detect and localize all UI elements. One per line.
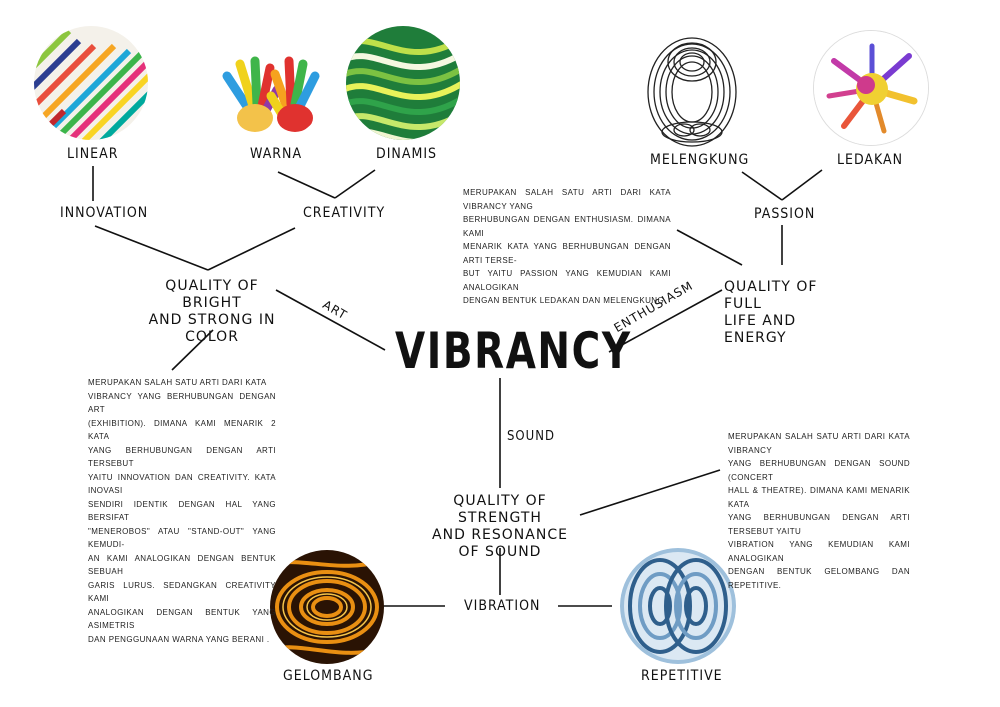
leaf-repetitive: REPETITIVE: [641, 668, 723, 684]
description-sound: MERUPAKAN SALAH SATU ARTI DARI KATA VIBR…: [728, 432, 910, 590]
dinamis-image: [346, 26, 460, 140]
main-title: VIBRANCY: [395, 322, 632, 380]
quality-art: QUALITY OF BRIGHT AND STRONG IN COLOR: [148, 278, 276, 345]
leaf-melengkung: MELENGKUNG: [650, 152, 750, 168]
leaf-ledakan: LEDAKAN: [837, 152, 904, 168]
branch-sound: SOUND: [507, 429, 555, 444]
leaf-dinamis: DINAMIS: [376, 146, 438, 162]
melengkung-image: [634, 32, 750, 148]
repetitive-image: [620, 548, 736, 664]
quality-enthusiasm: QUALITY OF FULL LIFE AND ENERGY: [724, 279, 818, 346]
leaf-linear: LINEAR: [67, 146, 119, 162]
linear-image: [34, 26, 148, 140]
concept-innovation: INNOVATION: [60, 205, 149, 221]
concept-vibration: VIBRATION: [464, 598, 541, 614]
ledakan-image: [813, 30, 929, 146]
concept-creativity: CREATIVITY: [303, 205, 386, 221]
warna-image: [215, 26, 329, 140]
concept-passion: PASSION: [754, 206, 816, 222]
leaf-gelombang: GELOMBANG: [283, 668, 374, 684]
description-art: MERUPAKAN SALAH SATU ARTI DARI KATA VIBR…: [88, 378, 276, 644]
gelombang-image: [270, 550, 384, 664]
leaf-warna: WARNA: [250, 146, 303, 162]
description-enthusiasm: MERUPAKAN SALAH SATU ARTI DARI KATA VIBR…: [463, 188, 671, 305]
quality-sound: QUALITY OF STRENGTH AND RESONANCE OF SOU…: [432, 493, 568, 560]
